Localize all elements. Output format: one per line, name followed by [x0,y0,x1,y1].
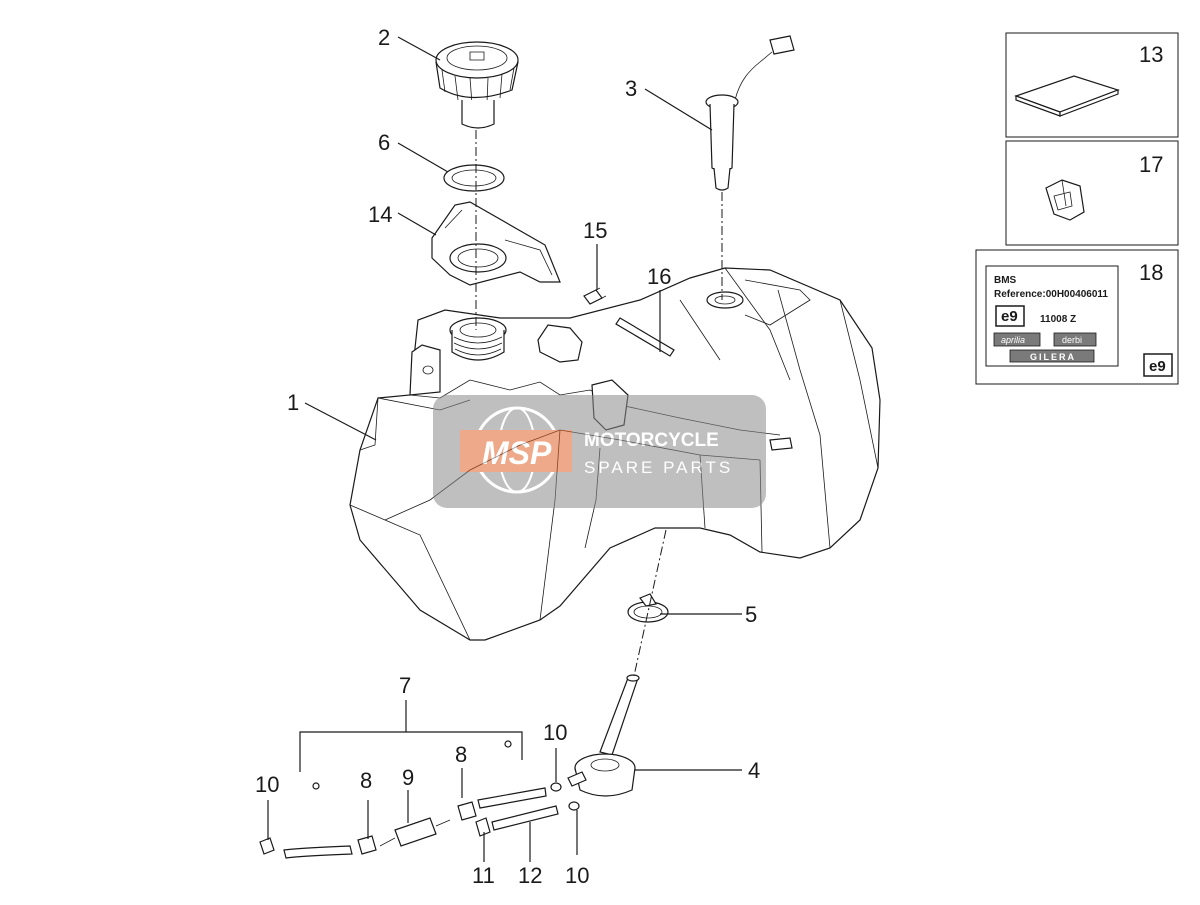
callout-12: 12 [518,863,542,888]
watermark-line1: MOTORCYCLE [584,430,719,451]
watermark-logo: MSP [482,435,552,471]
callout-14: 14 [368,202,392,227]
filler-support [431,201,561,286]
brand-gilera: GILERA [1030,352,1076,362]
gasket-ring [443,164,505,192]
callout-18: 18 [1139,260,1163,285]
brand-derbi: derbi [1062,335,1082,345]
watermark-line2: SPARE PARTS [584,458,733,477]
fuel-level-sensor [705,35,795,191]
callout-8-right: 8 [455,742,467,767]
kit-bracket [299,700,523,772]
callout-3: 3 [625,76,637,101]
msp-logo-box [460,430,572,472]
label-reference: Reference:00H00406011 [994,289,1108,300]
brand-aprilia: aprilia [1001,335,1025,345]
callout-7: 7 [399,673,411,698]
callout-10-top: 10 [543,720,567,745]
callout-1: 1 [287,390,299,415]
leader-lines [267,36,742,862]
label-title: BMS [994,275,1017,286]
fuel-cap [435,41,519,129]
callout-5: 5 [745,602,757,627]
breather-fitting [583,287,607,305]
assembly-lines [475,130,723,677]
callout-2: 2 [378,25,390,50]
box-13 [1005,32,1179,138]
pump-clamp [627,593,669,623]
label-e-mark: e9 [1001,308,1018,325]
callout-4: 4 [748,758,760,783]
box-17 [1005,140,1179,246]
label-homologation-code: 11008 Z [1040,314,1076,325]
fuel-pump [567,674,640,797]
box-18: BMS Reference:00H00406011 e9 11008 Z apr… [975,249,1179,385]
callout-9: 9 [402,765,414,790]
box-e-mark: e9 [1149,358,1166,375]
watermark: MSP MOTORCYCLE SPARE PARTS [433,395,766,508]
hose-assembly [259,740,580,859]
callout-8-left: 8 [360,768,372,793]
callouts: 1 2 3 4 5 6 7 8 8 9 10 10 10 11 12 13 14… [255,25,1163,888]
watermark-background [433,395,766,508]
callout-13: 13 [1139,42,1163,67]
callout-15: 15 [583,218,607,243]
callout-17: 17 [1139,152,1163,177]
callout-10-bottom: 10 [565,863,589,888]
callout-6: 6 [378,130,390,155]
callout-16: 16 [647,264,671,289]
callout-11: 11 [472,863,495,888]
callout-10-left: 10 [255,772,279,797]
